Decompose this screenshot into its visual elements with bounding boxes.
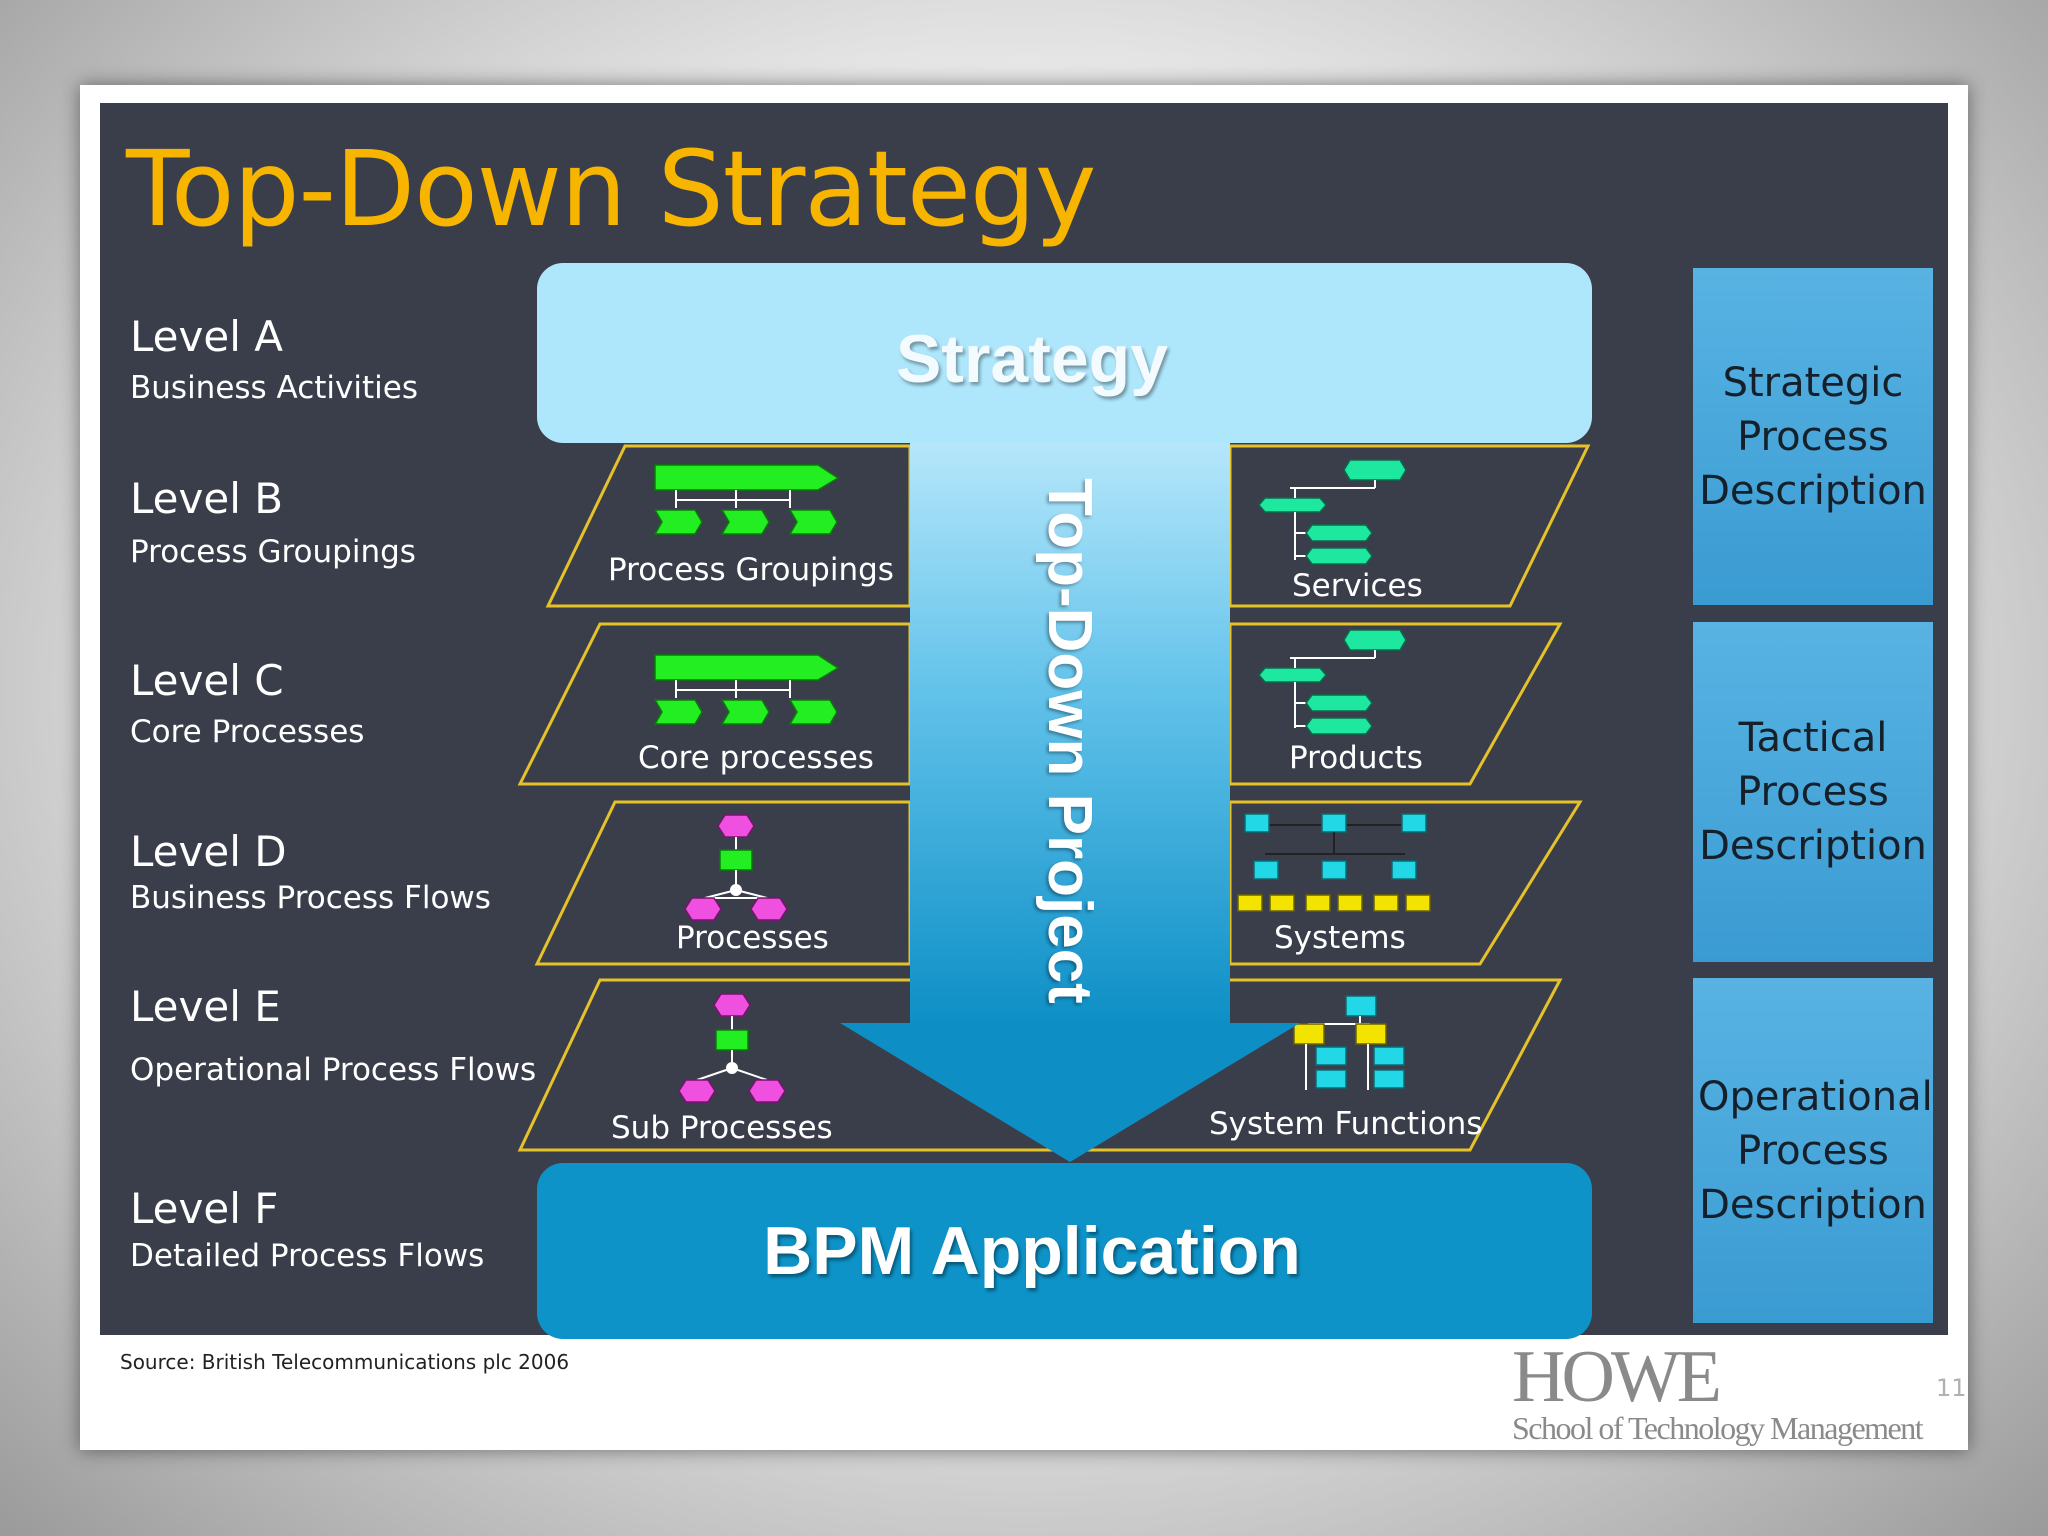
layer-label-system-functions: System Functions [1209,1106,1483,1142]
operational-description-text: Operational Process Description [1698,1073,1933,1228]
level-c-name: Level C [130,656,284,705]
level-c-desc: Core Processes [130,714,365,750]
tactical-description-box: Tactical Process Description [1693,622,1933,962]
level-b-desc: Process Groupings [130,534,416,570]
layer-label-core-processes: Core processes [638,740,874,776]
level-b-name: Level B [130,474,284,523]
operational-description-box: Operational Process Description [1693,978,1933,1323]
page-number: 11 [1936,1374,1967,1402]
layer-label-services: Services [1292,568,1423,604]
level-d-desc: Business Process Flows [130,880,491,916]
level-e-desc: Operational Process Flows [130,1052,537,1088]
top-down-project-label: Top-Down Project [1035,478,1104,1004]
bpm-application-label: BPM Application [763,1213,1301,1289]
tactical-description-text: Tactical Process Description [1699,715,1927,869]
layer-label-sub-processes: Sub Processes [611,1110,833,1146]
page-title: Top-Down Strategy [126,128,1096,250]
layer-label-process-groupings: Process Groupings [608,552,894,588]
level-d-name: Level D [130,827,287,876]
level-a-name: Level A [130,312,283,361]
strategic-description-text: Strategic Process Description [1699,359,1927,514]
process-grouping-icon [653,464,840,535]
strategy-label: Strategy [895,321,1169,397]
layer-label-processes: Processes [676,920,829,956]
level-f-desc: Detailed Process Flows [130,1238,485,1274]
processes-icon [684,814,788,921]
products-icon [1258,629,1407,735]
level-e-name: Level E [130,982,281,1031]
core-process-icon [653,654,840,725]
howe-logo-subtitle: School of Technology Management [1512,1410,1924,1446]
source-note: Source: British Telecommunications plc 2… [120,1350,570,1374]
layer-label-products: Products [1289,740,1423,776]
level-f-name: Level F [130,1184,279,1233]
strategic-description-box: Strategic Process Description [1693,268,1933,605]
services-icon [1258,459,1407,565]
level-a-desc: Business Activities [130,370,418,406]
top-down-arrow [537,263,1592,1339]
layer-label-systems: Systems [1274,920,1406,956]
sub-processes-icon [678,993,786,1103]
system-functions-icon [1293,995,1405,1090]
howe-logo: HOWE [1512,1336,1722,1418]
systems-icon [1237,813,1431,912]
